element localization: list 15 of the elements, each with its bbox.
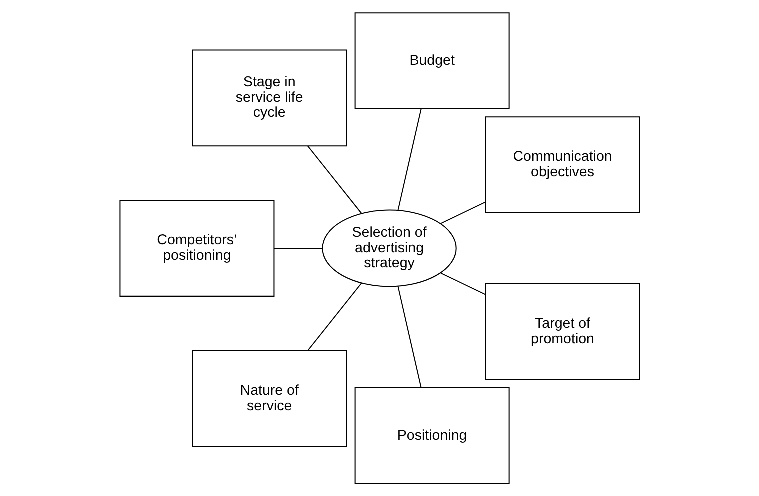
node-box: Competitors’ positioning (119, 200, 274, 296)
connector (440, 201, 486, 224)
node-box: Budget (354, 12, 510, 109)
connector (440, 272, 486, 295)
connector (307, 282, 362, 351)
connector (274, 247, 322, 248)
connector (397, 108, 422, 210)
node-box: Nature of service (192, 350, 347, 447)
node-box: Communication objectives (484, 116, 640, 213)
node-box: Stage in service life cycle (192, 49, 347, 146)
connector (397, 286, 422, 388)
node-box: Target of promotion (484, 283, 640, 380)
node-ellipse: Selection of advertising strategy (322, 209, 456, 287)
connector (307, 145, 362, 214)
node-box: Positioning (354, 387, 510, 484)
